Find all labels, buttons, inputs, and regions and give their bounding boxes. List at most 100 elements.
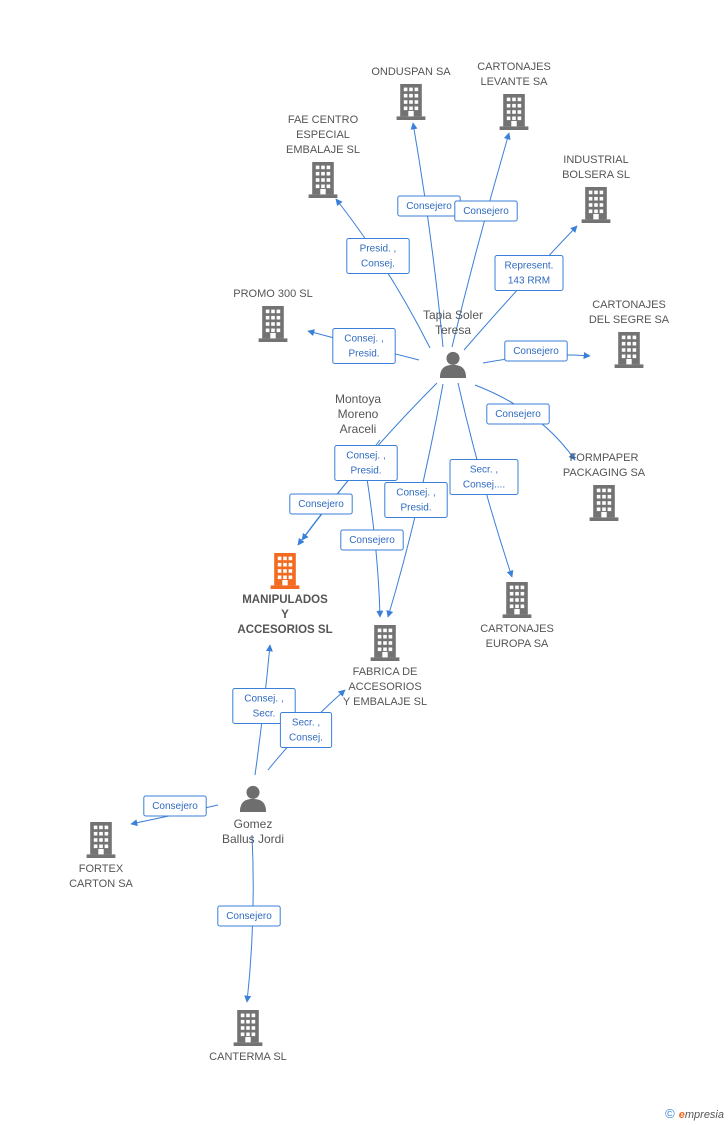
brand-name: mpresia bbox=[684, 1109, 724, 1121]
edge-label-text: Represent. bbox=[505, 261, 554, 272]
edge-label-gomez-to-canterma[interactable]: Consejero bbox=[217, 905, 281, 927]
person-name: Gomez bbox=[234, 817, 273, 831]
edge-label-tapia-to-industrial-bolsera[interactable]: Represent. 143 RRM bbox=[494, 255, 564, 291]
person-name: Teresa bbox=[435, 323, 471, 337]
company-name: BOLSERA SL bbox=[562, 169, 630, 181]
edge-tapia-to-onduspan bbox=[410, 122, 444, 348]
edge-label-montoya-to-manipulados[interactable]: Consejero bbox=[289, 493, 353, 515]
edge-label-text: Consejero bbox=[406, 201, 452, 212]
edge-label-text: Consej. , bbox=[396, 488, 435, 499]
edge-label-box bbox=[346, 238, 410, 274]
edge-label-text: Consej. , bbox=[346, 451, 385, 462]
company-name: CARTONAJES bbox=[480, 623, 554, 635]
edge-label-text: Presid. bbox=[348, 349, 379, 360]
company-name: CARTONAJES bbox=[592, 299, 666, 311]
edge-label-tapia-to-formpaper[interactable]: Consejero bbox=[486, 403, 550, 425]
edge-label-gomez-to-manipulados[interactable]: Consej. ,Secr. bbox=[232, 688, 296, 724]
company-name: INDUSTRIAL bbox=[563, 154, 628, 166]
edge-label-box bbox=[279, 712, 333, 748]
company-name: ACCESORIOS SL bbox=[237, 624, 332, 636]
company-name: Y EMBALAJE SL bbox=[343, 696, 427, 708]
building-icon bbox=[370, 625, 400, 661]
edge-label-tapia-to-promo300[interactable]: Consej. , Presid. bbox=[332, 328, 396, 364]
edge-label-box bbox=[289, 493, 353, 515]
edge-label-text: 143 RRM bbox=[508, 276, 550, 287]
edge-label-text: Consej. bbox=[289, 733, 323, 744]
edge-label-box bbox=[504, 340, 568, 362]
edge-label-montoya-to-fabrica[interactable]: Consejero bbox=[340, 529, 404, 551]
edge-label-box bbox=[486, 403, 550, 425]
building-icon bbox=[258, 306, 288, 342]
person-name: Moreno bbox=[338, 407, 379, 421]
edge-label-text: Consej. , bbox=[344, 334, 383, 345]
edge-label-text: Consejero bbox=[495, 409, 541, 420]
company-name: LEVANTE SA bbox=[480, 76, 548, 88]
footer-brand[interactable]: ©empresia bbox=[665, 1106, 724, 1121]
edge-label-tapia-to-cartonajes-segre[interactable]: Consejero bbox=[504, 340, 568, 362]
edge-label-box bbox=[232, 688, 296, 724]
copyright-icon: © bbox=[665, 1106, 675, 1121]
edge-label-text: Secr. , bbox=[292, 718, 320, 729]
edge-label-text: Consejero bbox=[463, 206, 509, 217]
building-icon bbox=[86, 822, 116, 858]
edge-tapia-to-cartonajes-levante bbox=[451, 132, 511, 348]
nodes: ONDUSPAN SA CARTONAJES LEVANTE SA FAE CENTR… bbox=[69, 61, 670, 1063]
company-node-formpaper[interactable]: FORMPAPER PACKAGING SA bbox=[563, 452, 646, 521]
company-node-onduspan[interactable]: ONDUSPAN SA bbox=[371, 66, 451, 120]
company-node-cartonajes-levante[interactable]: CARTONAJES LEVANTE SA bbox=[477, 61, 551, 130]
company-name: PACKAGING SA bbox=[563, 467, 646, 479]
person-name: Ballus Jordi bbox=[222, 832, 284, 846]
company-name: PROMO 300 SL bbox=[233, 288, 312, 300]
building-icon bbox=[308, 162, 338, 198]
company-name: CARTONAJES bbox=[477, 61, 551, 73]
edge-label-gomez-to-fabrica[interactable]: Secr. , Consej. bbox=[279, 712, 333, 748]
edge-label-text: Consejero bbox=[152, 801, 198, 812]
edge-label-text: Consejero bbox=[513, 346, 559, 357]
company-name: FORMPAPER bbox=[570, 452, 639, 464]
building-icon bbox=[502, 582, 532, 618]
building-icon bbox=[396, 84, 426, 120]
company-node-promo300[interactable]: PROMO 300 SL bbox=[233, 288, 313, 342]
edge-label-gomez-to-fortex[interactable]: Consejero bbox=[143, 795, 207, 817]
edge-label-tapia-to-fae[interactable]: Presid. , Consej. bbox=[346, 238, 410, 274]
company-node-canterma[interactable]: CANTERMA SL bbox=[209, 1010, 287, 1063]
person-name: Montoya bbox=[335, 392, 381, 406]
brand-initial: e bbox=[678, 1109, 685, 1121]
person-icon bbox=[239, 785, 267, 812]
edge-label-text: Consejero bbox=[349, 535, 395, 546]
edge-label-tapia-to-cartonajes-levante[interactable]: Consejero bbox=[454, 200, 518, 222]
edge-label-box bbox=[340, 529, 404, 551]
building-icon bbox=[614, 332, 644, 368]
edge-label-box bbox=[217, 905, 281, 927]
edge-label-text: Secr. bbox=[253, 709, 276, 720]
edge-label-text: Consej. bbox=[361, 259, 395, 270]
building-icon bbox=[589, 485, 619, 521]
edge-label-box bbox=[454, 200, 518, 222]
edge-label-text: Presid. bbox=[400, 503, 431, 514]
edge-label-tapia-to-cartonajes-europa[interactable]: Secr. ,Consej.... bbox=[449, 459, 519, 495]
building-icon bbox=[233, 1010, 263, 1046]
edge-label-tapia-to-manipulados[interactable]: Consej. ,Presid. bbox=[334, 445, 398, 481]
company-name: CANTERMA SL bbox=[209, 1051, 287, 1063]
edge-label-tapia-to-fabrica[interactable]: Consej. , Presid. bbox=[384, 482, 448, 518]
edge-label-text: Consejero bbox=[298, 499, 344, 510]
company-name: ESPECIAL bbox=[296, 129, 350, 141]
company-name: FABRICA DE bbox=[353, 666, 418, 678]
edge-label-text: Secr. , bbox=[470, 465, 498, 476]
company-name: FORTEX bbox=[79, 863, 124, 875]
edge-label-tapia-to-onduspan[interactable]: Consejero bbox=[397, 195, 461, 217]
building-icon bbox=[499, 94, 529, 130]
edge-label-text: Presid. , bbox=[360, 244, 397, 255]
company-node-industrial-bolsera[interactable]: INDUSTRIAL BOLSERA SL bbox=[562, 154, 630, 223]
